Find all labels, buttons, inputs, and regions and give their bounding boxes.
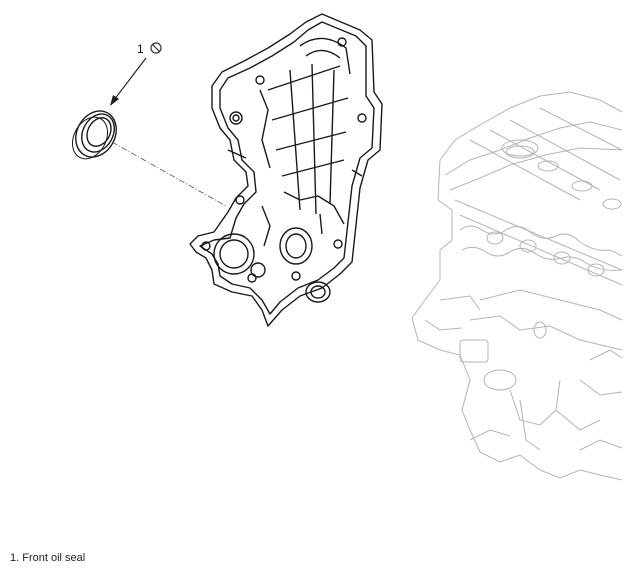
parts-legend: 1. Front oil seal — [10, 552, 85, 564]
legend-item-front-oil-seal: 1. Front oil seal — [10, 552, 86, 564]
installation-guide-line — [111, 141, 227, 207]
front-oil-seal — [71, 110, 117, 160]
timing-chain-cover — [189, 13, 383, 327]
engine-block-background — [411, 91, 623, 481]
callout-leader-arrow — [110, 57, 147, 106]
callout-number-1: 1 — [137, 42, 144, 56]
do-not-reuse-icon — [150, 42, 162, 54]
